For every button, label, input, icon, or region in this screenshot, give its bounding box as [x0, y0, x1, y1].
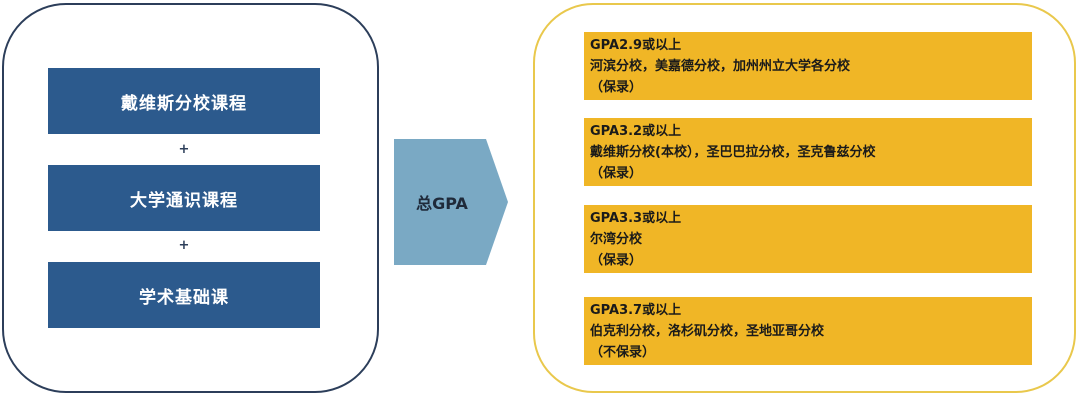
tier-box: GPA3.3或以上 尔湾分校 （保录） — [584, 205, 1032, 273]
tier-gpa: GPA2.9或以上 — [590, 38, 682, 53]
tier-campuses: 河滨分校，美嘉德分校，加州州立大学各分校 — [590, 59, 851, 74]
tier-box: GPA3.7或以上 伯克利分校，洛杉矶分校，圣地亚哥分校 （不保录） — [584, 297, 1032, 365]
course-box-general-ed: 大学通识课程 — [48, 165, 320, 231]
course-label: 大学通识课程 — [130, 190, 238, 211]
tier-campuses: 戴维斯分校(本校），圣巴巴拉分校，圣克鲁兹分校 — [590, 145, 876, 160]
course-box-davis: 戴维斯分校课程 — [48, 68, 320, 134]
course-label: 学术基础课 — [139, 287, 229, 308]
course-label: 戴维斯分校课程 — [121, 93, 247, 114]
tier-status: （不保录） — [590, 345, 656, 360]
course-box-academic-foundation: 学术基础课 — [48, 262, 320, 328]
total-gpa-arrow — [394, 139, 508, 265]
plus-sign: + — [178, 238, 190, 253]
tier-gpa: GPA3.7或以上 — [590, 303, 682, 318]
tier-campuses: 伯克利分校，洛杉矶分校，圣地亚哥分校 — [590, 324, 825, 339]
tier-box: GPA3.2或以上 戴维斯分校(本校），圣巴巴拉分校，圣克鲁兹分校 （保录） — [584, 118, 1032, 186]
tier-campuses: 尔湾分校 — [590, 232, 643, 247]
tier-gpa: GPA3.3或以上 — [590, 211, 682, 226]
tier-status: （保录） — [590, 166, 643, 181]
total-gpa-label: 总GPA — [416, 194, 468, 213]
plus-sign: + — [178, 142, 190, 157]
tier-box: GPA2.9或以上 河滨分校，美嘉德分校，加州州立大学各分校 （保录） — [584, 32, 1032, 100]
tier-status: （保录） — [590, 253, 643, 268]
tier-gpa: GPA3.2或以上 — [590, 124, 682, 139]
tier-status: （保录） — [590, 80, 643, 95]
